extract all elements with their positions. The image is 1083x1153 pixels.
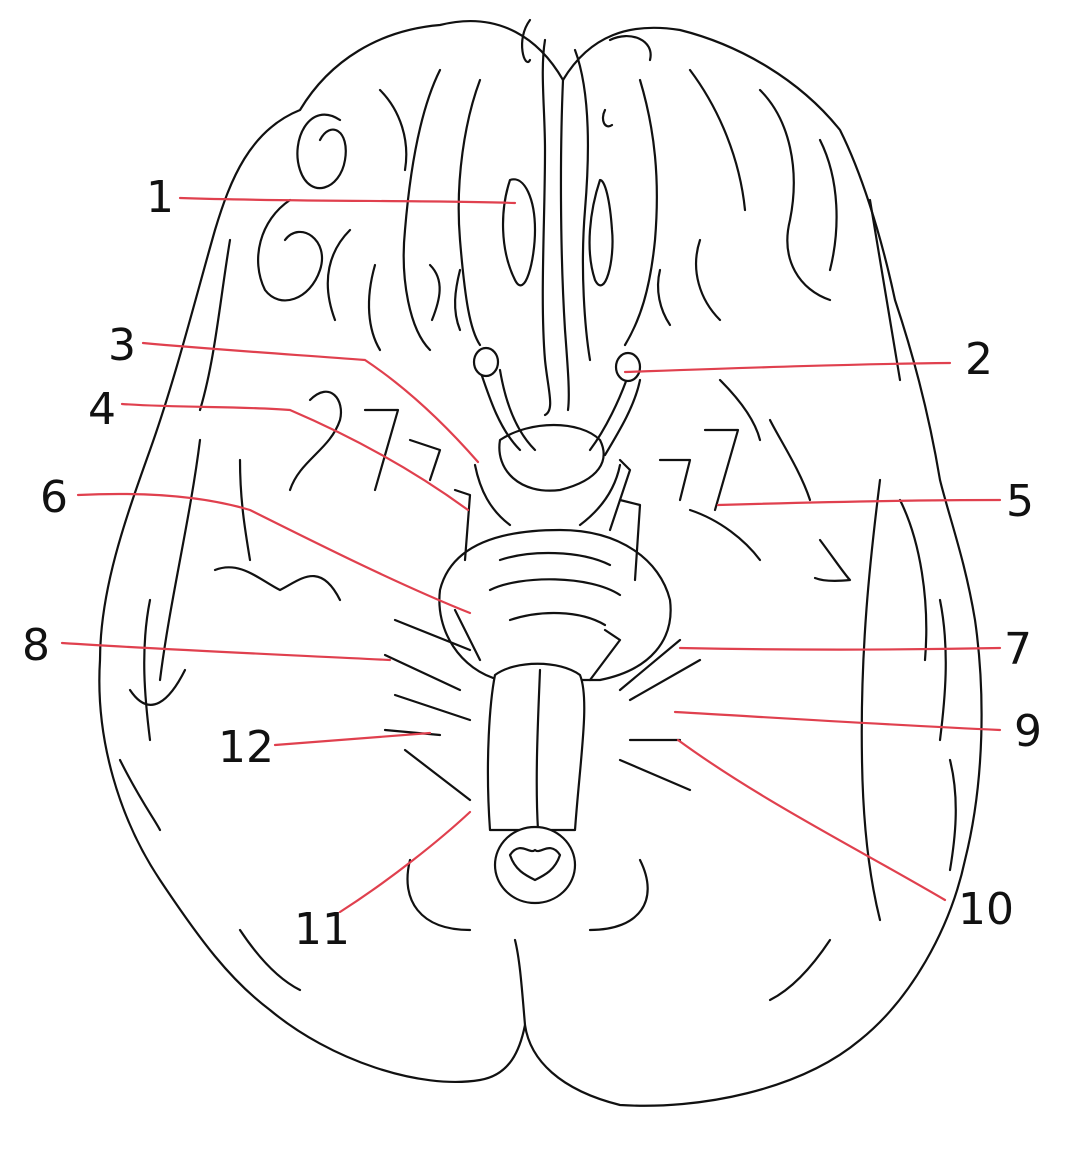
cranial-nerves-left: [363, 408, 482, 802]
leader-2: [623, 361, 952, 374]
leader-11: [338, 810, 472, 914]
label-7: 7: [1004, 624, 1032, 675]
leader-7: [678, 646, 1002, 651]
leader-12: [273, 731, 432, 747]
temporal-lobe-left: [118, 390, 343, 832]
leader-lines: [60, 196, 1002, 914]
label-5: 5: [1006, 476, 1034, 527]
cranial-nerves-right: [588, 428, 740, 792]
label-6: 6: [40, 472, 68, 523]
leader-10: [676, 738, 947, 902]
cerebellum: [238, 858, 832, 1002]
leader-1: [178, 196, 517, 205]
brainstem-structures: [438, 346, 672, 905]
label-12: 12: [218, 722, 274, 773]
label-11: 11: [294, 904, 350, 955]
label-4: 4: [88, 384, 116, 435]
number-labels: 1 2 3 4 5 6 7 8 9 10 11 12: [22, 172, 1042, 955]
label-2: 2: [965, 334, 993, 385]
leader-9: [673, 710, 1002, 732]
label-9: 9: [1014, 706, 1042, 757]
temporal-lobe-right: [688, 378, 957, 922]
label-1: 1: [146, 172, 174, 223]
leader-3: [141, 341, 480, 464]
frontal-gyri-left: [198, 18, 552, 417]
leader-5: [716, 498, 1002, 507]
leader-8: [60, 641, 392, 662]
frontal-gyri-right: [573, 35, 902, 382]
label-10: 10: [958, 884, 1014, 935]
label-3: 3: [108, 320, 136, 371]
brain-outline: [98, 20, 983, 1107]
leader-4: [120, 402, 470, 512]
label-8: 8: [22, 620, 50, 671]
leader-6: [76, 492, 472, 615]
